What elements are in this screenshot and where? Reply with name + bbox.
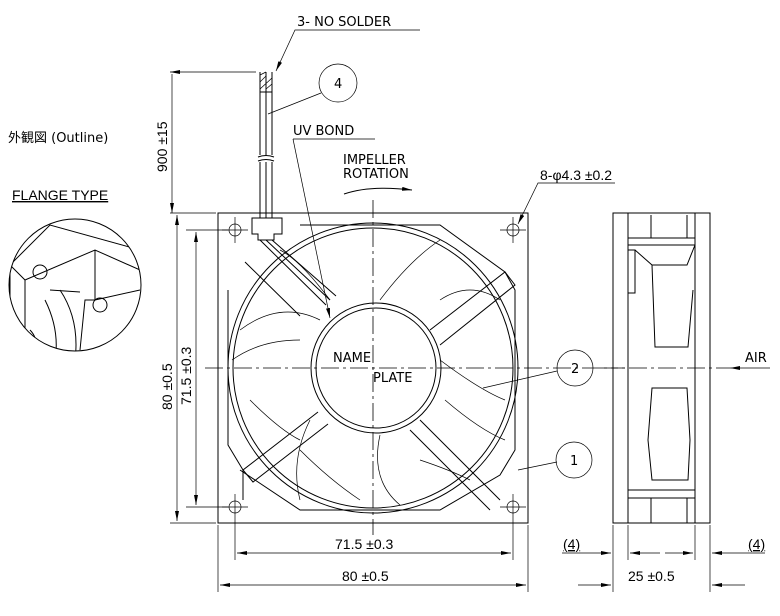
svg-text:2: 2 (571, 362, 579, 377)
height-inner-value: 71.5 ±0.3 (178, 347, 194, 405)
width-outer-value: 80 ±0.5 (342, 568, 389, 584)
height-outer-value: 80 ±0.5 (159, 363, 175, 410)
flange-right-value: (4) (748, 536, 765, 552)
lead-wires (251, 71, 337, 306)
air-label: AIR (745, 351, 767, 366)
impeller-rotation-label: IMPELLER (343, 153, 406, 168)
lead-length-value: 900 ±15 (154, 121, 170, 172)
svg-text:1: 1 (570, 454, 578, 469)
name-plate-label: NAME (333, 351, 371, 366)
no-solder-label: 3- NO SOLDER (297, 15, 391, 30)
callout-4 (318, 63, 358, 103)
svg-text:ROTATION: ROTATION (343, 167, 409, 182)
callout-1 (555, 441, 593, 479)
width-inner-value: 71.5 ±0.3 (335, 536, 393, 552)
flange-left-value: (4) (563, 536, 580, 552)
callout-2 (556, 349, 594, 387)
rotation-arrow-icon (343, 186, 413, 195)
flange-detail-view (8, 218, 142, 352)
outline-title: 外観図 (Outline) (8, 131, 108, 146)
svg-text:PLATE: PLATE (373, 371, 412, 386)
svg-text:4: 4 (334, 77, 342, 92)
lead-length-dimension: 900 ±15 (154, 72, 256, 213)
depth-value: 25 ±0.5 (628, 568, 675, 584)
hole-spec-label: 8-φ4.3 ±0.2 (540, 167, 612, 183)
uv-bond-label: UV BOND (293, 124, 354, 139)
flange-type-label: FLANGE TYPE (12, 187, 108, 203)
fan-front-view: NAME PLATE (205, 200, 625, 535)
